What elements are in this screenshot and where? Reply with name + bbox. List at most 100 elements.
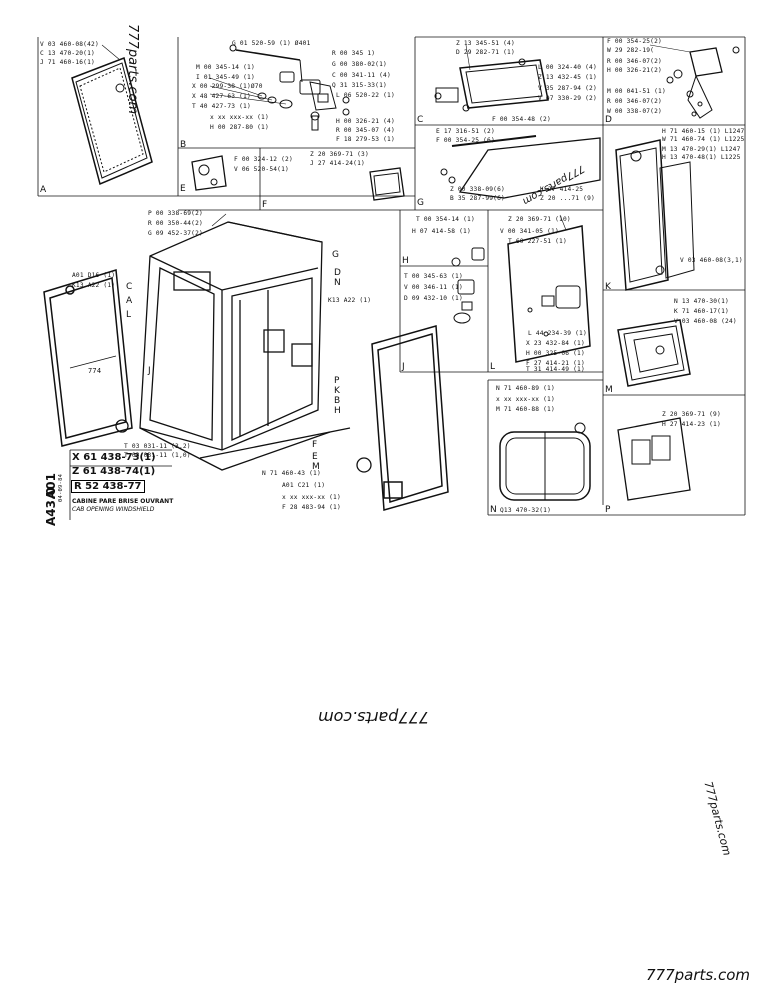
main-tag-b: B	[334, 396, 341, 406]
title-french: CABINE PARE BRISE OUVRANT	[72, 498, 174, 505]
callout-j-0: T 00 345-63 (1)	[404, 273, 463, 280]
main-tag-c: C	[126, 282, 133, 292]
callout-main-bottom-1: T 03 031-11 (1,0)	[124, 452, 191, 459]
callout-d-3: H 00 326-21(2)	[607, 67, 662, 74]
panel-h-parts	[451, 247, 485, 267]
main-cab-assembly	[115, 221, 372, 473]
callout-k-2: M 13 470-29(1) L1247	[662, 146, 741, 153]
ref-z: Z 61 438-74(1)	[72, 466, 156, 477]
panel-label-l: L	[490, 362, 496, 372]
callout-j-2: D 09 432-10 (1)	[404, 295, 463, 302]
callout-b-7: I 01 345-49 (1)	[196, 74, 255, 81]
callout-p-0: Z 20 369-71 (9)	[662, 411, 721, 418]
callout-b-14: R 00 345-07 (4)	[336, 127, 395, 134]
ref-x: X 61 438-73(1)	[72, 452, 156, 463]
callout-c-4: V 35 287-94 (2)	[538, 85, 597, 92]
callout-g-0: E 17 316-51 (2)	[436, 128, 495, 135]
main-tag-l: L	[126, 310, 132, 320]
callout-main-bottom-3: A01 C21 (1)	[282, 482, 326, 489]
callout-e-1: V 06 520-54(1)	[234, 166, 289, 173]
callout-f-1: J 27 414-24(1)	[310, 160, 365, 167]
panel-label-p: P	[605, 505, 611, 515]
panel-label-n: N	[490, 505, 497, 515]
callout-b-4: Q 31 315-33(1)	[332, 82, 387, 89]
callout-a-2: J 71 460-16(1)	[40, 59, 95, 66]
callout-k-0: H 71 460-15 (1) L1247	[662, 128, 745, 135]
panel-label-d: D	[605, 115, 612, 125]
callout-l-7: T 31 414-49 (1)	[526, 366, 585, 373]
callout-b-10: T 40 427-73 (1)	[192, 103, 251, 110]
callout-m-1: K 71 460-17(1)	[674, 308, 729, 315]
panel-label-g: G	[417, 198, 424, 208]
watermark-panel-a: 777parts.com	[125, 24, 140, 115]
panel-n-window	[499, 422, 591, 501]
callout-main-top-1: R 00 350-44(2)	[148, 220, 203, 227]
callout-c-3: Z 13 432-45 (1)	[538, 74, 597, 81]
panel-label-f: F	[262, 200, 268, 210]
callout-main-bottom-0: T 03 031-11 (3,2)	[124, 443, 191, 450]
main-tag-m: M	[312, 462, 320, 472]
main-tag-h: H	[334, 406, 341, 416]
callout-n-2: M 71 460-88 (1)	[496, 406, 555, 413]
panel-a-window	[71, 57, 153, 186]
callout-b-6: M 00 345-14 (1)	[196, 64, 255, 71]
callout-b-9: X 48 427-63 (1)	[192, 93, 251, 100]
callout-e-0: F 00 324-12 (2)	[234, 156, 293, 163]
watermark-center: 777parts.com	[318, 708, 429, 727]
panel-e-bracket	[191, 155, 227, 191]
callout-c-0: Z 13 345-51 (4)	[456, 40, 515, 47]
title-english: CAB OPENING WINDSHIELD	[72, 506, 155, 513]
callout-d-5: R 00 346-07(2)	[607, 98, 662, 105]
watermark-bottom-right: 777parts.com	[646, 966, 751, 984]
callout-m-2: V 03 460-08 (24)	[674, 318, 737, 325]
callout-main-bottom-4: x xx xxx-xx (1)	[282, 494, 341, 501]
callout-l-5: H 00 325-06 (1)	[526, 350, 585, 357]
callout-j-1: V 00 346-11 (1)	[404, 284, 463, 291]
panel-m-window	[617, 319, 691, 387]
callout-n-1: x xx xxx-xx (1)	[496, 396, 555, 403]
callout-g-2: Z 00 338-09(6)	[450, 186, 505, 193]
title-block-frame	[69, 449, 172, 520]
callout-h-0: T 00 354-14 (1)	[416, 216, 475, 223]
panel-l-door-panel	[507, 225, 591, 363]
callout-a-1: C 13 470-20(1)	[40, 50, 95, 57]
callout-main-top-0: P 00 338-69(2)	[148, 210, 203, 217]
callout-k-1: W 71 460-74 (1) L1225	[662, 136, 745, 143]
callout-b-15: F 18 279-53 (1)	[336, 136, 395, 143]
panel-label-j: J	[402, 362, 405, 372]
callout-l-0: Z 20 369-71 (10)	[508, 216, 571, 223]
callout-b-0: G 01 520-59 (1) Ø401	[232, 40, 311, 47]
callout-g-4: K 27 414-25	[540, 186, 584, 193]
panel-label-b: B	[180, 140, 187, 150]
panel-j-parts	[453, 279, 475, 324]
callout-main-bottom-5: F 28 483-94 (1)	[282, 504, 341, 511]
callout-main-left-1: K13 A22 (1)	[72, 282, 116, 289]
panel-c-handle	[434, 58, 549, 112]
callout-l-4: X 23 432-84 (1)	[526, 340, 585, 347]
callout-c-6: F 00 354-48 (2)	[492, 116, 551, 123]
panel-f-handle	[369, 167, 405, 201]
page-code: A43.0	[44, 487, 58, 526]
callout-p-1: H 27 414-23 (1)	[662, 421, 721, 428]
callout-b-8: X 00 299-38 (1)Ø70	[192, 83, 263, 90]
callout-g-1: F 00 354-25 (6)	[436, 137, 495, 144]
callout-main-left-0: A01 D16 (1)	[72, 272, 116, 279]
callout-l-1: V 00 341-05 (1)	[500, 228, 559, 235]
callout-b-3: C 00 341-11 (4)	[332, 72, 391, 79]
panel-g-plate	[440, 135, 601, 199]
callout-d-2: R 00 346-07(2)	[607, 58, 662, 65]
callout-d-1: W 29 282-19(	[607, 47, 655, 54]
callout-l-6: F 27 414-21 (1)	[526, 360, 585, 367]
callout-k-4: V 03 460-08(3,1)	[680, 257, 743, 264]
callout-g-5: Z 20 ...71 (9)	[540, 195, 595, 202]
callout-l-2: T 60 227-51 (1)	[508, 238, 567, 245]
dimension-label: 774	[88, 367, 102, 375]
panel-label-k: K	[605, 282, 611, 292]
callout-main-bottom-2: N 71 460-43 (1)	[262, 470, 321, 477]
callout-a-0: V 03 460-08(42)	[40, 41, 99, 48]
callout-d-0: F 00 354-25(2)	[607, 38, 662, 45]
main-door-right	[371, 325, 449, 511]
callout-b-12: H 00 287-80 (1)	[210, 124, 269, 131]
main-tag-k: K	[334, 386, 340, 396]
